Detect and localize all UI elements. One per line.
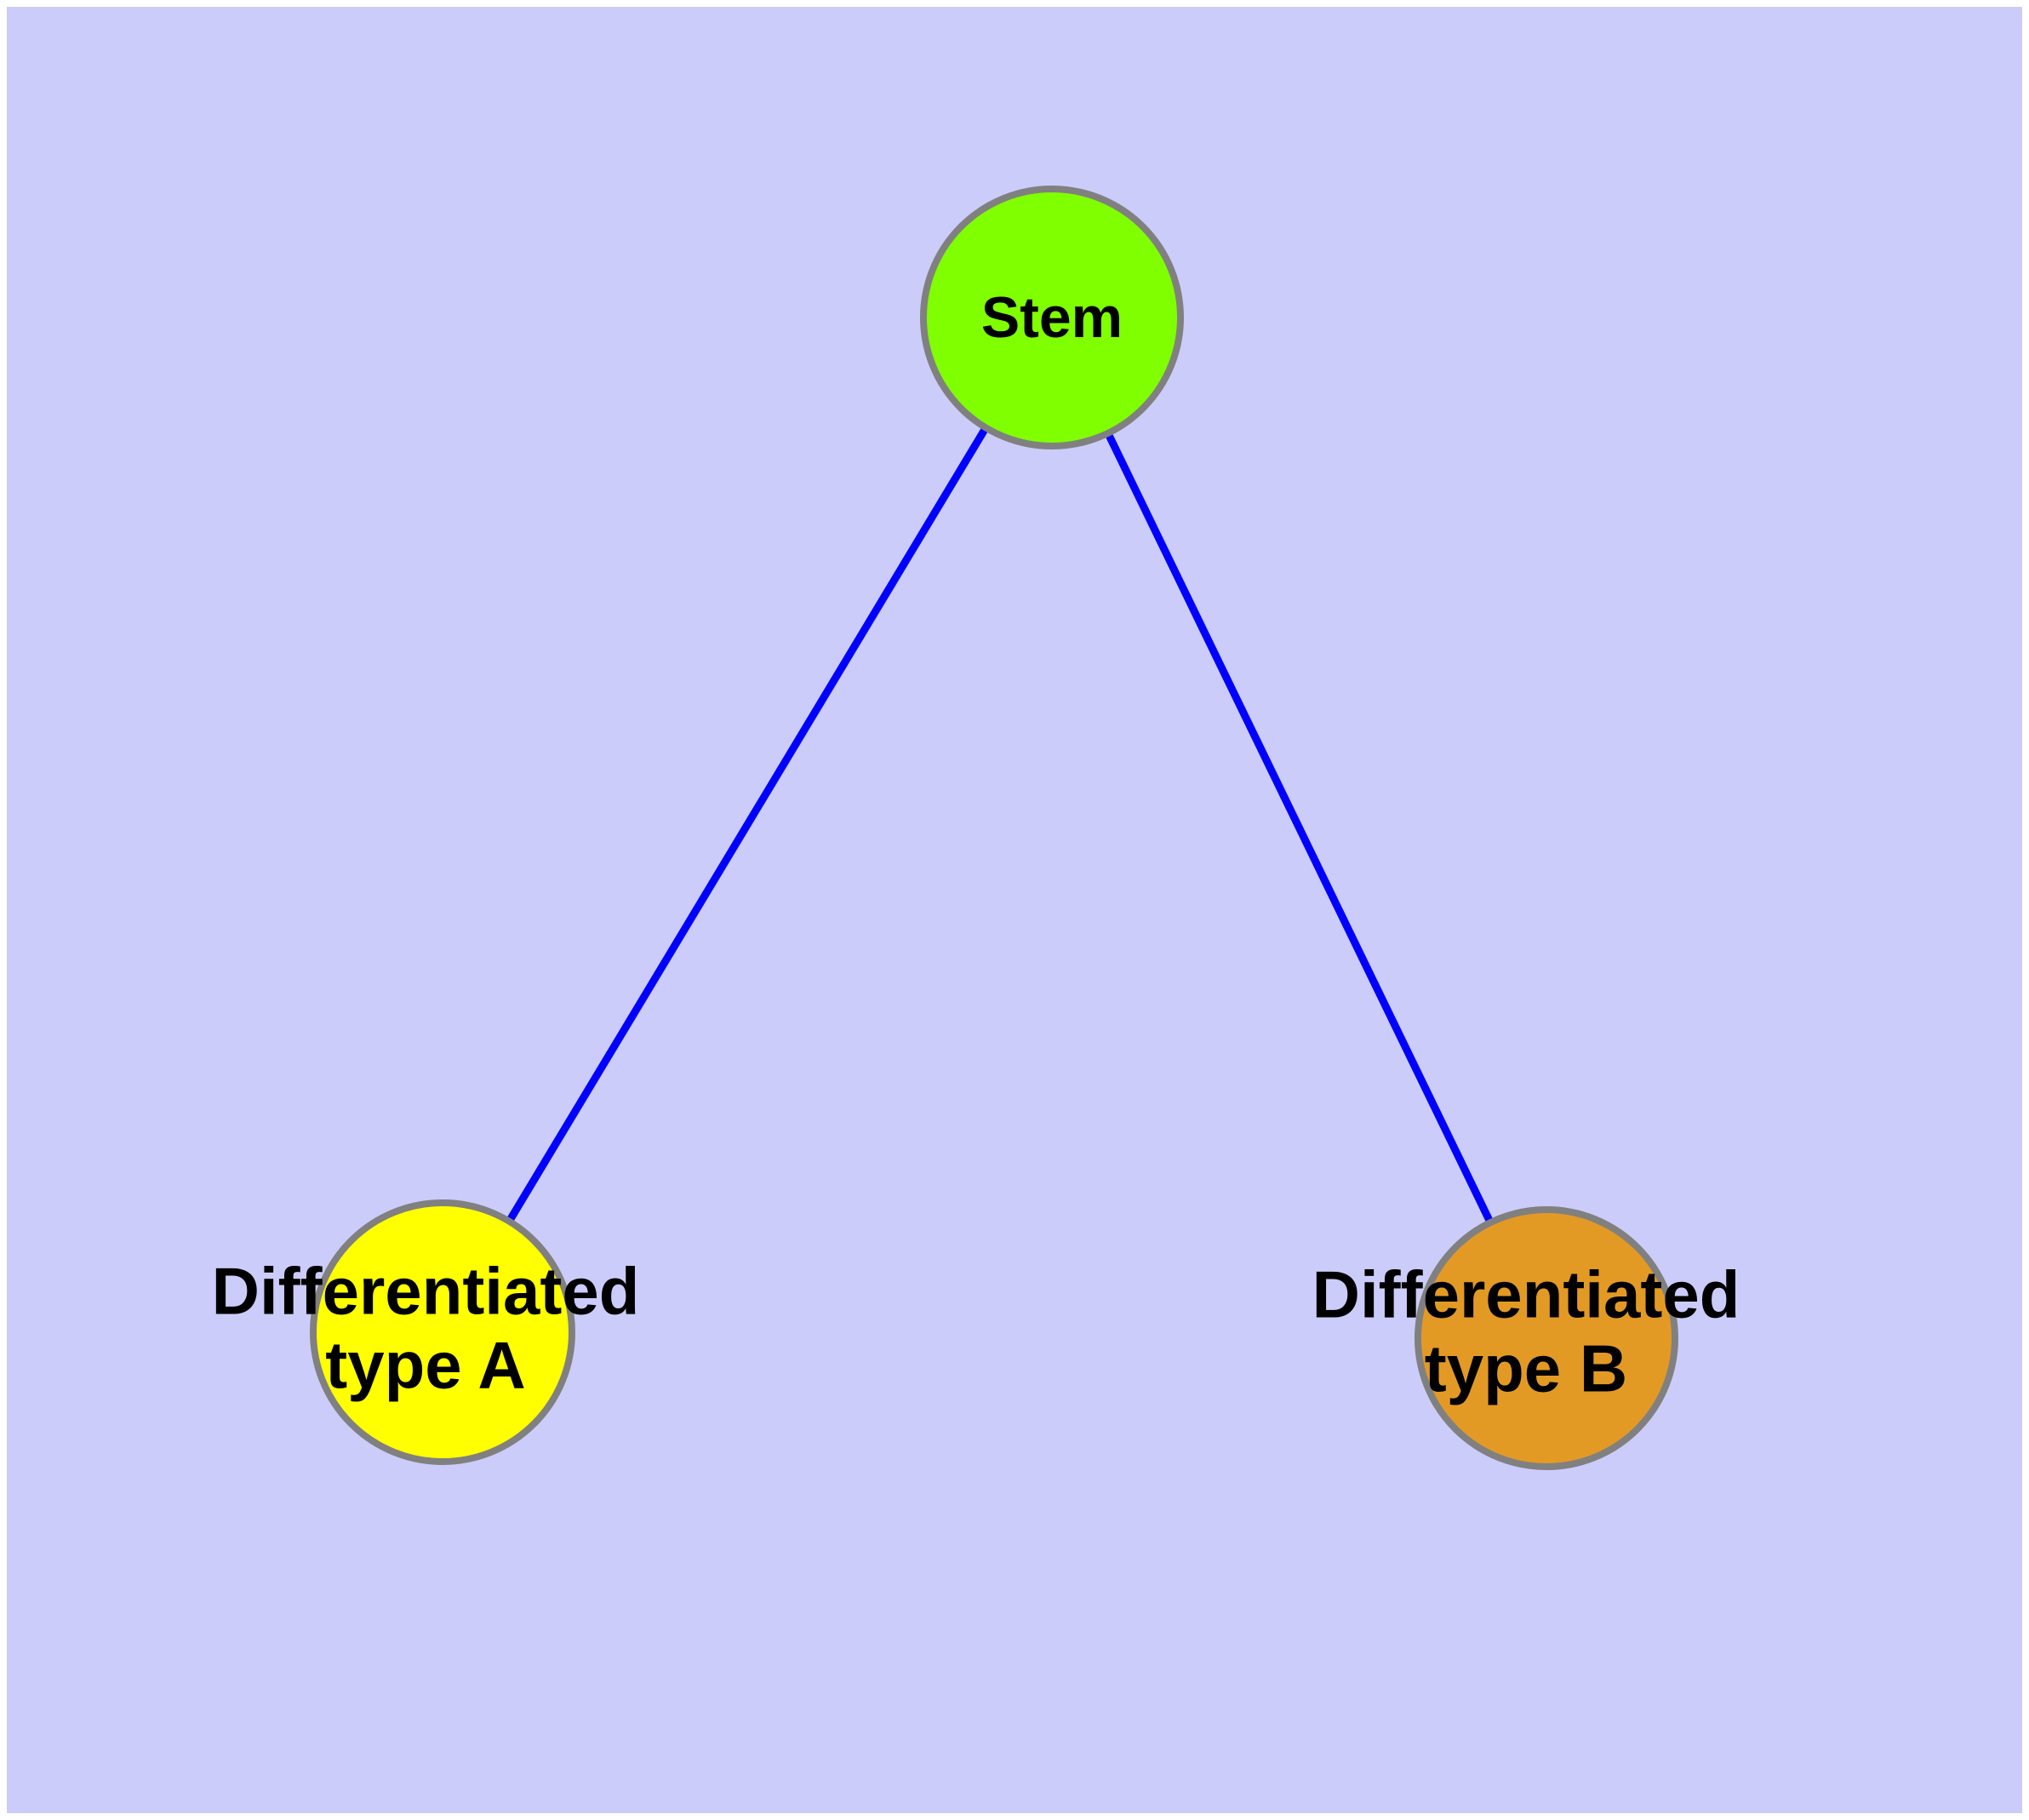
- edge-stem-to-differentiated-type-b[interactable]: [1048, 316, 1551, 1340]
- stem-node-circle[interactable]: [920, 186, 1184, 449]
- node-layer: [310, 186, 1678, 1470]
- edge-layer: [439, 315, 1551, 1340]
- node-differentiated-type-b[interactable]: [1415, 1206, 1678, 1470]
- differentiated-type-b-node-circle[interactable]: [1415, 1206, 1678, 1470]
- differentiated-type-a-node-circle[interactable]: [310, 1199, 575, 1465]
- node-differentiated-type-a[interactable]: [310, 1199, 575, 1465]
- edge-stem-to-differentiated-type-a[interactable]: [439, 315, 1055, 1335]
- stem-node-label: Stem: [981, 285, 1123, 350]
- node-stem[interactable]: [920, 186, 1184, 449]
